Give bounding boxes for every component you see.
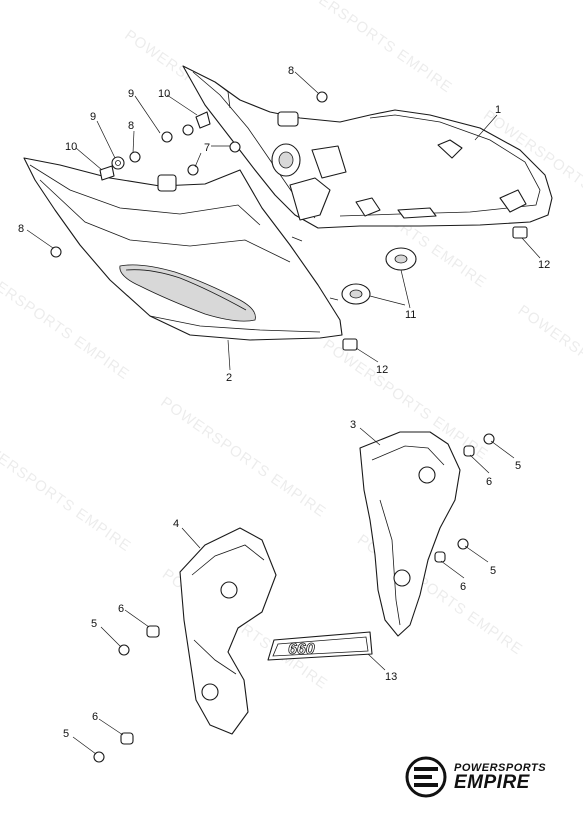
callout-12b: 12 <box>376 364 388 376</box>
logo-line-2: EMPIRE <box>454 772 530 793</box>
watermark-text: POWERSPORTS EMPIRE <box>515 302 583 429</box>
callout-2: 2 <box>226 372 232 384</box>
part-3-bracket-right <box>359 431 461 637</box>
callout-5a: 5 <box>515 460 521 472</box>
part-13-badge: 660 <box>267 631 373 661</box>
callout-6c: 6 <box>118 603 124 615</box>
part-4-bracket-left <box>179 527 277 735</box>
callout-6d: 6 <box>92 711 98 723</box>
callout-8a: 8 <box>288 65 294 77</box>
callout-8b: 8 <box>128 120 134 132</box>
fasteners-top <box>50 91 328 258</box>
part-12-clips <box>342 226 528 351</box>
callout-3: 3 <box>350 419 356 431</box>
leader-lines <box>26 71 541 755</box>
callout-11: 11 <box>405 309 416 321</box>
callout-5b: 5 <box>490 565 496 577</box>
watermark-text: POWERSPORTS EMPIRE <box>284 0 456 97</box>
callout-1: 1 <box>495 104 501 116</box>
callout-5c: 5 <box>91 618 97 630</box>
badge-text: 660 <box>288 641 315 658</box>
callout-8c: 8 <box>18 223 24 235</box>
callout-12a: 12 <box>538 259 550 271</box>
callout-6a: 6 <box>486 476 492 488</box>
callout-6b: 6 <box>460 581 466 593</box>
callouts: 1 2 3 4 5 5 5 5 6 6 6 6 7 8 8 8 9 9 10 1… <box>18 65 550 740</box>
watermark-text: POWERSPORTS EMPIRE <box>157 394 329 521</box>
callout-9b: 9 <box>90 111 96 123</box>
part-1-inner-panel <box>182 65 553 229</box>
bolts-spacers <box>93 433 495 763</box>
callout-13: 13 <box>385 671 397 683</box>
watermark-text: POWERSPORTS EMPIRE <box>0 428 134 555</box>
callout-5d: 5 <box>63 728 69 740</box>
callout-4: 4 <box>173 518 179 530</box>
logo-line-1: POWERSPORTS <box>454 762 547 774</box>
callout-9: 9 <box>128 88 134 100</box>
part-11-grommets <box>341 247 417 305</box>
part-2-side-cover <box>23 157 343 341</box>
callout-7: 7 <box>204 142 210 154</box>
callout-10b: 10 <box>65 141 77 153</box>
logo-emblem-icon <box>405 756 447 798</box>
powersports-empire-logo: POWERSPORTS EMPIRE <box>404 752 574 802</box>
callout-10a: 10 <box>158 88 170 100</box>
